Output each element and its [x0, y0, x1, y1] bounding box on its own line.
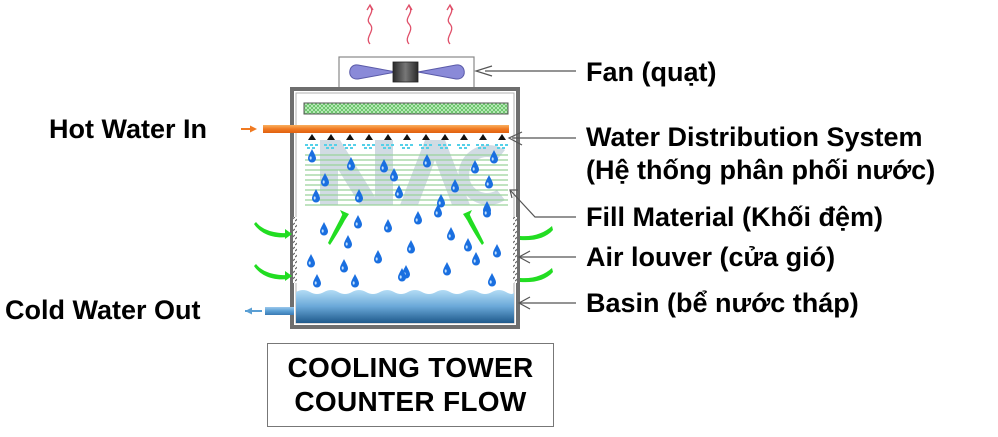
cold-water-out-label: Cold Water Out [5, 295, 201, 325]
air-flow-arrows-inside [328, 210, 484, 245]
drift-eliminator [303, 102, 509, 115]
water-distribution-label: Water Distribution System [586, 122, 923, 152]
fan-icon [349, 61, 465, 83]
cold-water-pipe [245, 307, 294, 315]
air-louver-right [513, 217, 517, 283]
basin [296, 290, 514, 323]
water-distribution-label-vn: (Hệ thống phân phối nước) [586, 155, 936, 185]
air-louver-label: Air louver (cửa gió) [586, 242, 836, 272]
fan-label: Fan (quạt) [586, 57, 717, 87]
diagram-title-box: COOLING TOWER COUNTER FLOW [267, 343, 554, 427]
steam-arrow [446, 4, 454, 45]
steam-arrow [405, 4, 413, 45]
hot-water-pipe [241, 125, 509, 133]
steam-arrow [366, 4, 374, 45]
fill-material-label: Fill Material (Khối đệm) [586, 202, 884, 232]
air-flow-arrows-outside [254, 222, 553, 283]
hot-water-in-label: Hot Water In [49, 114, 207, 144]
basin-label: Basin (bể nước tháp) [586, 288, 859, 318]
diagram-title-line-1: COOLING TOWER [287, 352, 534, 383]
fill-leader [509, 189, 576, 218]
air-louver-left [293, 217, 297, 283]
steam-arrows [366, 4, 454, 45]
diagram-title-line-2: COUNTER FLOW [294, 386, 527, 417]
leader-lines [473, 65, 576, 310]
